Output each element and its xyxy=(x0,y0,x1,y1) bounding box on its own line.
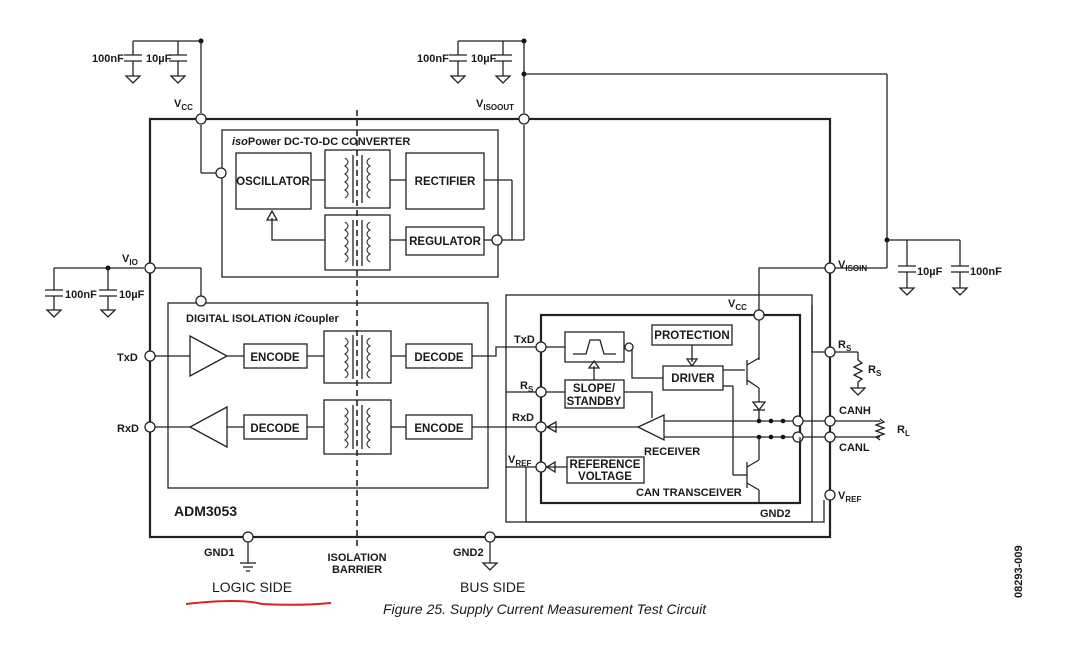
gnd1-pin xyxy=(242,531,254,543)
slope-standby-block xyxy=(564,379,625,409)
reference-voltage-block xyxy=(566,456,645,484)
document-code: 08293-009 xyxy=(1013,545,1025,598)
rs-pin xyxy=(824,346,836,358)
txd-pin-label: TxD xyxy=(117,352,138,364)
driver-label: DRIVER xyxy=(671,373,715,385)
gnd1-label: GND1 xyxy=(204,547,235,559)
receiver-amp xyxy=(636,413,665,442)
rl-resistor-label: RL xyxy=(897,424,910,438)
decode-tx-block xyxy=(405,343,473,369)
txd-pin xyxy=(144,350,156,362)
rectifier-label: RECTIFIER xyxy=(415,176,476,188)
rxd-pin-label: RxD xyxy=(117,423,139,435)
txd-inner-label: TxD xyxy=(514,334,535,346)
dc-dc-converter-box xyxy=(221,129,499,278)
cap-100nf-vio: 100nF xyxy=(65,289,97,301)
dc-dc-converter-title: isoPower DC-TO-DC CONVERTER xyxy=(232,136,410,148)
visoout-pin-label: VISOOUT xyxy=(476,98,514,112)
gnd2-label: GND2 xyxy=(453,547,484,559)
decode-tx-label: DECODE xyxy=(414,352,464,364)
vcc-pin xyxy=(195,113,207,125)
vio-decoupling-caps xyxy=(45,265,144,318)
vio-pin xyxy=(144,262,156,274)
slope-label-2: STANDBY xyxy=(567,396,622,408)
rx-buffer xyxy=(188,405,228,449)
output-transistors xyxy=(732,320,767,503)
vref-pin xyxy=(824,489,836,501)
reference-label-1: REFERENCE xyxy=(570,459,641,471)
canl-pin xyxy=(824,431,836,443)
canl-pin-label: CANL xyxy=(839,442,870,454)
tx-buffer xyxy=(189,334,229,378)
regulator-label: REGULATOR xyxy=(409,236,481,248)
rs-resistor xyxy=(835,351,867,396)
visoin-decoupling-caps xyxy=(835,237,969,296)
rxd-inner-label: RxD xyxy=(512,412,534,424)
rs-pin-label: RS xyxy=(838,339,852,353)
handwritten-underline xyxy=(185,600,332,606)
receiver-label: RECEIVER xyxy=(644,446,700,458)
part-number: ADM3053 xyxy=(174,503,237,519)
slope-filter-block xyxy=(564,331,625,363)
encode-rx-block xyxy=(405,414,473,440)
driver-block xyxy=(662,365,724,391)
reference-label-2: VOLTAGE xyxy=(578,471,632,483)
cap-10uf-vcc: 10µF xyxy=(146,53,172,65)
rxd-pin xyxy=(144,421,156,433)
canh-pin-label: CANH xyxy=(839,405,871,417)
encode-rx-label: ENCODE xyxy=(414,423,464,435)
protection-label: PROTECTION xyxy=(654,330,729,342)
vcc-inner-label: VCC xyxy=(728,298,747,312)
visoout-pin xyxy=(518,113,530,125)
icoupler-title: DIGITAL ISOLATION iCoupler xyxy=(186,313,340,325)
oscillator-label: OSCILLATOR xyxy=(236,176,310,188)
visoout-decoupling-caps xyxy=(449,38,888,240)
decode-rx-label: DECODE xyxy=(250,423,300,435)
gnd2-inner-label: GND2 xyxy=(760,508,791,520)
figure-caption: Figure 25. Supply Current Measurement Te… xyxy=(383,601,707,617)
cap-10uf-vio: 10µF xyxy=(119,289,145,301)
cap-100nf-visoin: 100nF xyxy=(970,266,1002,278)
slope-label-1: SLOPE/ xyxy=(573,383,616,395)
can-transceiver-label: CAN TRANSCEIVER xyxy=(636,487,742,499)
rectifier-block xyxy=(405,152,485,210)
oscillator-block xyxy=(235,152,312,210)
encode-tx-block xyxy=(243,343,308,369)
rs-inner-label: RS xyxy=(520,380,534,394)
vref-inner-label: VREF xyxy=(508,454,531,468)
regulator-block xyxy=(405,226,485,256)
vcc-pin-label: VCC xyxy=(174,98,193,112)
vref-pin-label: VREF xyxy=(838,490,861,504)
vcc-decoupling-caps xyxy=(124,38,204,113)
bus-side-label: BUS SIDE xyxy=(460,579,525,595)
can-transceiver-box xyxy=(539,313,802,505)
isolation-label-1: ISOLATION xyxy=(327,552,386,564)
power-transformer xyxy=(324,149,391,209)
decode-rx-block xyxy=(243,414,308,440)
cap-100nf-visoout: 100nF xyxy=(417,53,449,65)
rs-resistor-label: RS xyxy=(868,364,882,378)
vio-pin-label: VIO xyxy=(122,253,138,267)
cap-10uf-visoout: 10µF xyxy=(471,53,497,65)
encode-tx-label: ENCODE xyxy=(250,352,300,364)
visoin-pin xyxy=(824,262,836,274)
cap-100nf-vcc: 100nF xyxy=(92,53,124,65)
isolation-label-2: BARRIER xyxy=(332,564,382,576)
cap-10uf-visoin: 10µF xyxy=(917,266,943,278)
canh-pin xyxy=(824,415,836,427)
icoupler-box xyxy=(167,302,489,489)
gnd2-pin xyxy=(484,531,496,543)
logic-side-label: LOGIC SIDE xyxy=(212,579,292,595)
rl-resistor xyxy=(835,418,886,441)
visoin-pin-label: VISOIN xyxy=(838,259,867,273)
